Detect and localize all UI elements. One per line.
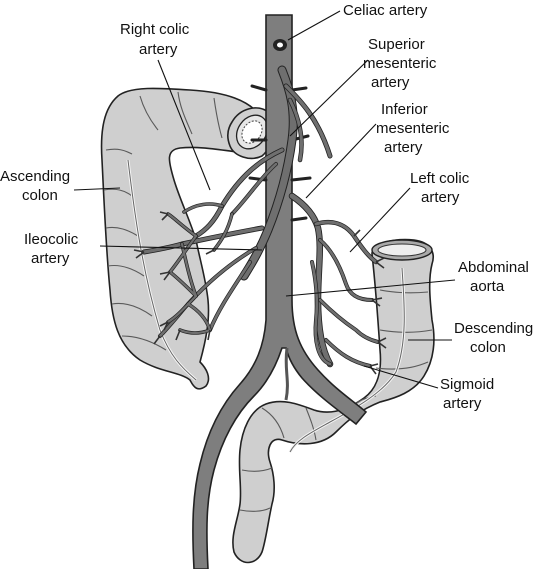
label-abdominal-aorta-line1: Abdominal xyxy=(458,259,529,276)
descending-colon-shape xyxy=(232,238,435,564)
label-ima-line1: Inferior xyxy=(381,101,428,118)
inferior-mesenteric-artery-tree xyxy=(288,192,387,375)
label-sigmoid-artery-line2: artery xyxy=(443,395,482,412)
label-ima-line3: artery xyxy=(384,139,423,156)
label-ascending-colon-line2: colon xyxy=(22,187,58,204)
label-sma-line1: Superior xyxy=(368,36,425,53)
label-sma-line2: mesenteric xyxy=(363,55,437,72)
superior-mesenteric-artery-tree xyxy=(133,65,333,345)
label-descending-colon-line1: Descending xyxy=(454,320,533,337)
label-right-colic-artery-line1: Right colic xyxy=(120,21,190,38)
labels: Celiac artery Right colic artery Superio… xyxy=(0,2,533,412)
abdominal-aorta-shape xyxy=(192,14,368,569)
label-left-colic-artery-line1: Left colic xyxy=(410,170,470,187)
label-ileocolic-artery-line1: Ileocolic xyxy=(24,231,79,248)
label-sigmoid-artery-line1: Sigmoid xyxy=(440,376,494,393)
label-right-colic-artery-line2: artery xyxy=(139,41,178,58)
ascending-colon-shape xyxy=(100,87,263,390)
label-celiac-artery: Celiac artery xyxy=(343,2,428,19)
label-abdominal-aorta-line2: aorta xyxy=(470,278,505,295)
label-ima-line2: mesenteric xyxy=(376,120,450,137)
label-descending-colon-line2: colon xyxy=(470,339,506,356)
label-sma-line3: artery xyxy=(371,74,410,91)
label-ileocolic-artery-line2: artery xyxy=(31,250,70,267)
label-left-colic-artery-line2: artery xyxy=(421,189,460,206)
colon xyxy=(100,87,435,564)
label-ascending-colon-line1: Ascending xyxy=(0,168,70,185)
